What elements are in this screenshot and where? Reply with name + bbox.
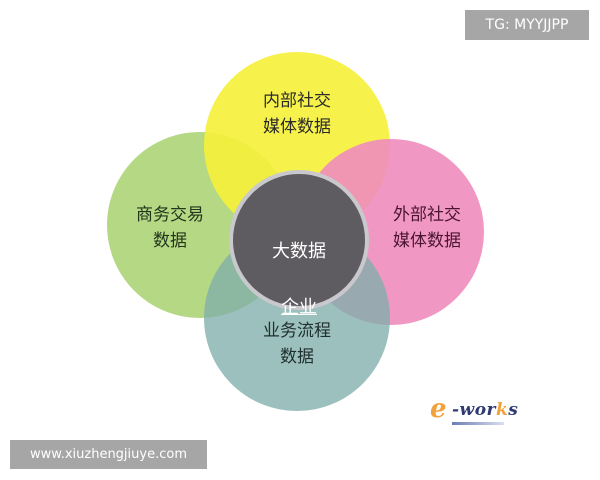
tag-watermark: TG: MYYJJPP [465,10,589,40]
logo-underline [452,422,504,425]
label-business-transaction-data: 商务交易 数据 [136,205,204,251]
logo-text-k: k [496,400,509,420]
center-label-line1: 大数据 [272,241,326,262]
logo-text-pre: -wor [452,400,496,420]
eworks-logo: e -works [430,394,520,428]
center-label-line2: 企业 [281,297,317,318]
label-internal-social-media-data: 内部社交 媒体数据 [263,91,331,137]
url-watermark: www.xiuzhengjiuye.com [10,440,207,469]
label-business-process-data: 业务流程 数据 [263,321,331,367]
center-circle-big-data-enterprise [229,170,369,310]
logo-wordmark: -works [452,400,518,420]
label-external-social-media-data: 外部社交 媒体数据 [393,205,461,251]
label-big-data-enterprise: 大数据 企业 [240,210,358,350]
logo-e-glyph: e [430,394,447,424]
logo-text-post: s [508,400,519,420]
